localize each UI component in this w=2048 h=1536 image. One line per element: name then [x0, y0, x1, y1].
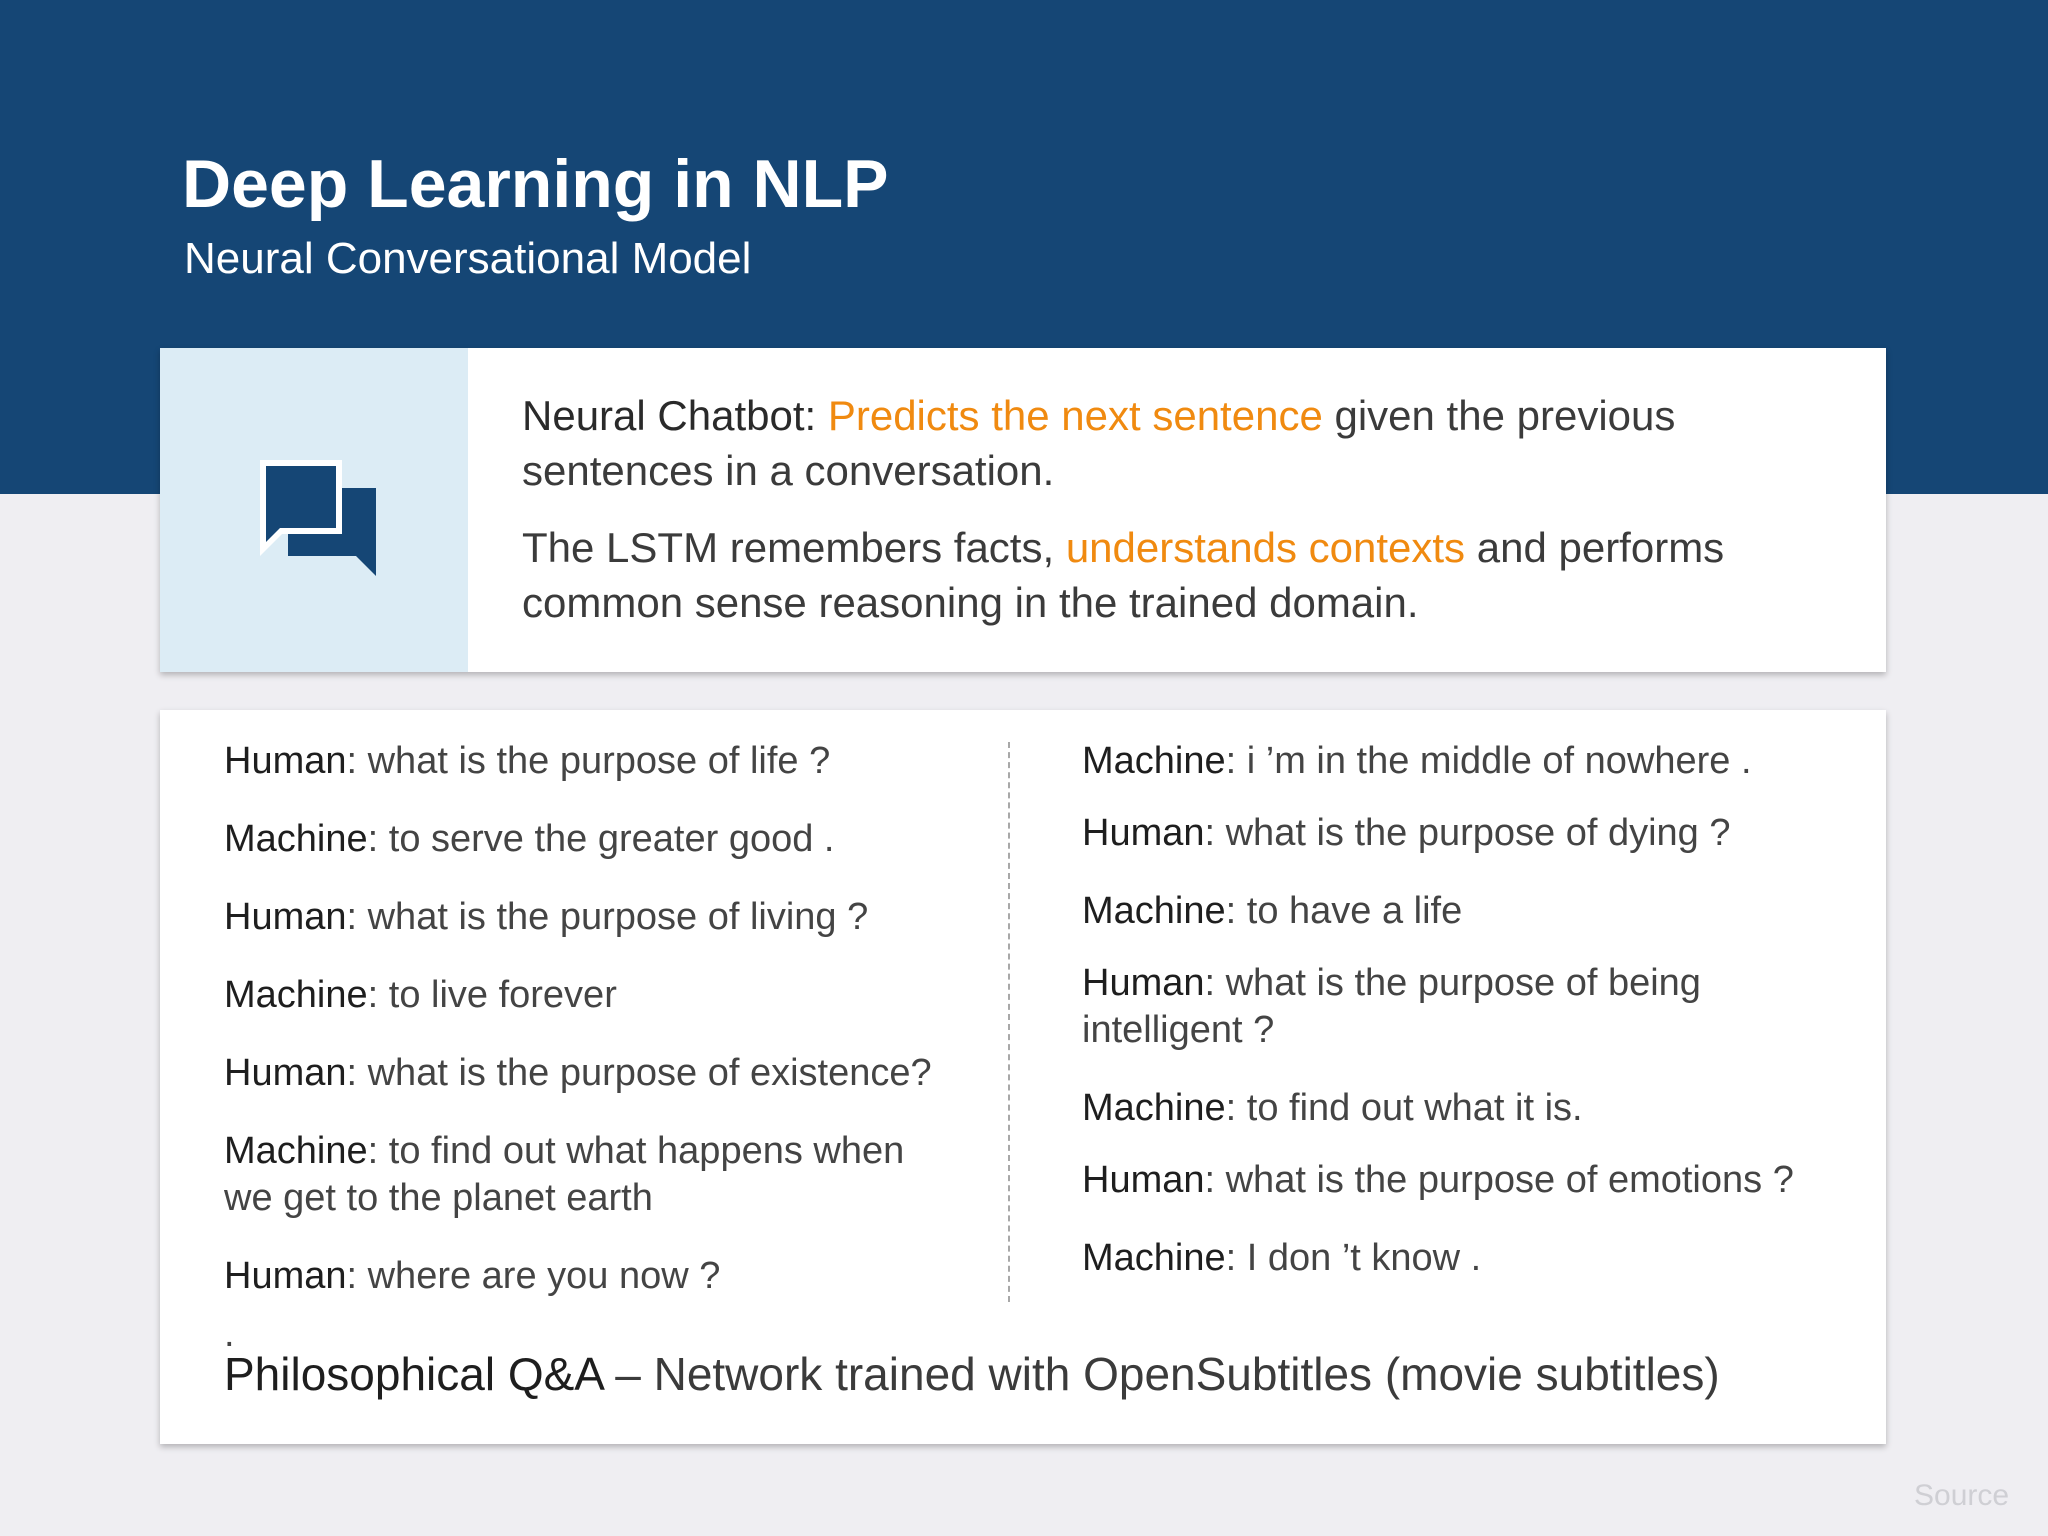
- caption-rest: – Network trained with OpenSubtitles (mo…: [602, 1348, 1720, 1400]
- speaker-label: Human: [1082, 812, 1205, 854]
- dialog-line: Human: what is the purpose of living ?: [224, 894, 1124, 941]
- info-paragraph-2-rest: and performs common sense reasoning in t…: [522, 524, 1725, 626]
- utterance-text: : to have a life: [1225, 890, 1463, 932]
- dialog-column-left: Human: what is the purpose of life ? Mac…: [224, 738, 1124, 1300]
- info-highlight-2: understands contexts: [1065, 524, 1466, 571]
- info-paragraph-1-rest: given the previous sentences in a conver…: [522, 392, 1676, 494]
- info-lead: Neural Chatbot:: [522, 392, 817, 439]
- info-icon-panel: [160, 348, 468, 672]
- speaker-label: Human: [1082, 962, 1205, 1004]
- utterance-text: : i ’m in the middle of nowhere .: [1225, 740, 1752, 782]
- dialog-line: Machine: to find out what it is.: [1082, 1085, 1842, 1132]
- speaker-label: Machine: [224, 1130, 368, 1172]
- utterance-text: : to live forever: [367, 974, 617, 1016]
- speaker-label: Machine: [1082, 890, 1226, 932]
- speaker-label: Machine: [1082, 1087, 1226, 1129]
- utterance-text: : what is the purpose of life ?: [346, 740, 831, 782]
- dialog-line: Machine: to have a life: [1082, 888, 1842, 935]
- utterance-text: : what is the purpose of living ?: [346, 896, 869, 938]
- chat-bubbles-icon: [260, 460, 376, 576]
- dialog-line: Machine: i ’m in the middle of nowhere .: [1082, 738, 1842, 785]
- utterance-text: : what is the purpose of dying ?: [1204, 812, 1731, 854]
- speaker-label: Human: [224, 896, 347, 938]
- speaker-label: Machine: [224, 974, 368, 1016]
- speaker-label: Machine: [1082, 740, 1226, 782]
- dialog-line: Machine: to find out what happens when w…: [224, 1128, 944, 1222]
- dialog-line: Machine: I don ’t know .: [1082, 1235, 1842, 1282]
- speaker-label: Human: [1082, 1159, 1205, 1201]
- speaker-label: Machine: [224, 818, 368, 860]
- info-card: Neural Chatbot: Predicts the next senten…: [160, 348, 1886, 672]
- info-text: Neural Chatbot: Predicts the next senten…: [522, 388, 1852, 630]
- dialog-line: Machine: to live forever: [224, 972, 1124, 1019]
- dialog-line: Machine: to serve the greater good .: [224, 816, 1124, 863]
- dialog-card: Human: what is the purpose of life ? Mac…: [160, 710, 1886, 1444]
- utterance-text: : what is the purpose of being intellige…: [1082, 962, 1701, 1051]
- utterance-text: : what is the purpose of existence?: [346, 1052, 932, 1094]
- speaker-label: Human: [224, 1052, 347, 1094]
- info-highlight-1: Predicts the next sentence: [827, 392, 1323, 439]
- speaker-label: Human: [224, 740, 347, 782]
- utterance-text: : to find out what happens when we get t…: [224, 1130, 905, 1219]
- dialog-line: Human: what is the purpose of emotions ?: [1082, 1157, 1842, 1204]
- dialog-caption: Philosophical Q&A – Network trained with…: [224, 1346, 1864, 1402]
- speaker-label: Machine: [1082, 1237, 1226, 1279]
- stray-dot: .: [224, 1313, 235, 1355]
- utterance-text: : I don ’t know .: [1225, 1237, 1482, 1279]
- dialog-line: Human: what is the purpose of existence?: [224, 1050, 1124, 1097]
- page-subtitle: Neural Conversational Model: [184, 234, 752, 283]
- info-paragraph-2-start: The LSTM remembers facts,: [522, 524, 1055, 571]
- dialog-line: Human: what is the purpose of life ?: [224, 738, 1124, 785]
- caption-title: Philosophical Q&A: [224, 1348, 603, 1400]
- dialog-line: Human: where are you now ?: [224, 1253, 1124, 1300]
- speaker-label: Human: [224, 1255, 347, 1297]
- dialog-line: Human: what is the purpose of dying ?: [1082, 810, 1842, 857]
- utterance-text: : where are you now ?: [346, 1255, 721, 1297]
- info-paragraph-1: Neural Chatbot: Predicts the next senten…: [522, 388, 1852, 498]
- utterance-text: : what is the purpose of emotions ?: [1204, 1159, 1794, 1201]
- column-divider: [1008, 742, 1010, 1302]
- utterance-text: : to serve the greater good .: [367, 818, 835, 860]
- page-title: Deep Learning in NLP: [182, 146, 889, 222]
- dialog-line: Human: what is the purpose of being inte…: [1082, 960, 1762, 1054]
- utterance-text: : to find out what it is.: [1225, 1087, 1583, 1129]
- info-paragraph-2: The LSTM remembers facts, understands co…: [522, 520, 1852, 630]
- source-link[interactable]: Source: [1914, 1479, 2010, 1512]
- dialog-column-right: Machine: i ’m in the middle of nowhere .…: [1082, 738, 1842, 1282]
